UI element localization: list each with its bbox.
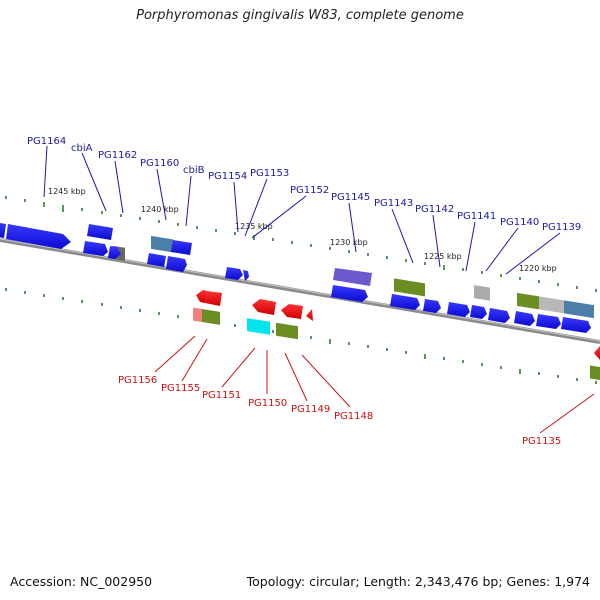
gene-arrow <box>423 299 441 313</box>
gene-arrow <box>243 270 249 281</box>
map-title: Porphyromonas gingivalis W83, complete g… <box>136 8 464 23</box>
gene-arrow <box>252 299 276 315</box>
gene-arrow <box>108 246 121 259</box>
gene-label-pg1148: PG1148 <box>334 411 373 422</box>
gene-label-pg1140: PG1140 <box>500 217 539 228</box>
gene-block <box>276 322 298 340</box>
gene-arrow <box>561 317 591 333</box>
reverse-genes <box>193 290 600 381</box>
gene-label-pg1154: PG1154 <box>208 171 247 182</box>
gene-arrow <box>205 291 222 306</box>
scale-label-1230: 1230 kbp <box>330 238 368 247</box>
genome-summary-text: Topology: circular; Length: 2,343,476 bp… <box>246 574 590 589</box>
gene-arrow <box>488 308 510 323</box>
gene-label-pg1150: PG1150 <box>248 398 287 409</box>
gene-arrow <box>447 302 470 317</box>
genome-backbone <box>0 238 600 344</box>
scale-label-1220: 1220 kbp <box>519 264 557 273</box>
gene-arrow <box>0 223 6 238</box>
scale-label-1245: 1245 kbp <box>48 187 86 196</box>
gene-block <box>247 318 270 335</box>
gene-block <box>539 296 564 314</box>
gene-arrow <box>306 309 313 321</box>
gene-block <box>564 300 594 319</box>
gene-arrow <box>87 224 113 240</box>
gene-label-pg1142: PG1142 <box>415 204 454 215</box>
scale-label-1240: 1240 kbp <box>141 205 179 214</box>
gene-label-pg1145: PG1145 <box>331 192 370 203</box>
gene-label-pg1152: PG1152 <box>290 185 329 196</box>
gene-label-cbib: cbiB <box>183 165 205 176</box>
forward-genes-row1 <box>0 223 594 319</box>
gene-arrow <box>470 305 487 319</box>
gene-label-pg1135: PG1135 <box>522 436 561 447</box>
leader-lines-forward <box>43 145 561 275</box>
gene-arrow <box>281 304 303 319</box>
gene-label-pg1156: PG1156 <box>118 375 157 386</box>
gene-arrow <box>147 253 166 267</box>
gene-block <box>474 285 490 301</box>
scale-ticks-lower <box>5 288 597 384</box>
gene-label-pg1160: PG1160 <box>140 158 179 169</box>
gene-label-pg1155: PG1155 <box>161 383 200 394</box>
gene-block <box>193 307 202 322</box>
gene-arrow <box>6 224 71 249</box>
forward-genes-row2 <box>83 241 591 333</box>
gene-arrow <box>196 290 207 303</box>
gene-block <box>202 308 220 325</box>
scale-label-1235: 1235 kbp <box>235 222 273 231</box>
gene-arrow <box>331 285 368 302</box>
gene-block <box>590 365 600 381</box>
leader-lines-reverse <box>154 335 595 434</box>
gene-arrow <box>536 314 561 329</box>
gene-arrow <box>166 256 187 272</box>
gene-label-pg1162: PG1162 <box>98 150 137 161</box>
gene-arrow <box>390 294 420 310</box>
gene-arrow <box>594 346 600 360</box>
gene-arrow <box>333 268 372 286</box>
gene-block <box>394 278 425 297</box>
gene-label-pg1153: PG1153 <box>250 168 289 179</box>
gene-arrow <box>171 240 192 255</box>
gene-label-pg1151: PG1151 <box>202 390 241 401</box>
gene-label-pg1143: PG1143 <box>374 198 413 209</box>
gene-arrow <box>83 241 108 256</box>
gene-label-cbia: cbiA <box>71 143 93 154</box>
gene-arrow <box>225 267 243 280</box>
scale-ticks-upper <box>5 196 597 292</box>
scale-label-1225: 1225 kbp <box>424 252 462 261</box>
gene-label-pg1141: PG1141 <box>457 211 496 222</box>
gene-arrow <box>514 311 535 326</box>
gene-block <box>151 235 173 253</box>
gene-label-pg1164: PG1164 <box>27 136 66 147</box>
gene-label-pg1139: PG1139 <box>542 222 581 233</box>
backbone-highlight <box>0 238 600 342</box>
gene-block <box>517 292 539 310</box>
gene-label-pg1149: PG1149 <box>291 404 330 415</box>
accession-text: Accession: NC_002950 <box>10 574 153 589</box>
